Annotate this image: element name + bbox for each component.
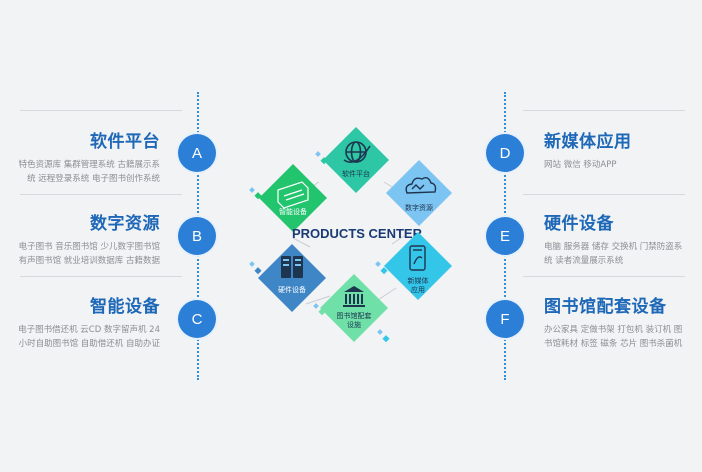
section-e-desc: 电脑 服务器 储存 交换机 门禁防盗系 统 读者流量展示系统 xyxy=(544,240,682,268)
section-b-desc: 电子图书 音乐图书馆 少儿数字图书馆 有声图书馆 就业培训数据库 古籍数据 xyxy=(19,240,160,268)
separator xyxy=(523,276,685,277)
phone-icon xyxy=(409,245,426,271)
desc-line: 统 读者流量展示系统 xyxy=(544,256,624,266)
separator xyxy=(20,276,182,277)
separator xyxy=(20,110,182,111)
section-c-title[interactable]: 智能设备 xyxy=(90,297,160,317)
desc-line: 统 远程登录系统 电子图书创作系统 xyxy=(27,174,160,184)
section-f-badge[interactable]: F xyxy=(486,300,524,338)
separator xyxy=(20,194,182,195)
diamond-hardware-label: 硬件设备 xyxy=(278,285,306,294)
globe-icon xyxy=(343,141,371,163)
diamond-newmedia[interactable]: 新媒体 应用 xyxy=(384,232,452,300)
section-e-badge[interactable]: E xyxy=(486,217,524,255)
section-a-title[interactable]: 软件平台 xyxy=(90,132,160,152)
diamond-software-label: 软件平台 xyxy=(342,169,370,178)
desc-line: 网站 微信 移动APP xyxy=(544,160,617,170)
desc-line: 有声图书馆 就业培训数据库 古籍数据 xyxy=(18,256,160,266)
kiosk-icon xyxy=(277,181,309,209)
diamond-newmedia-label: 新媒体 xyxy=(408,276,429,285)
server-icon xyxy=(281,256,303,278)
desc-line: 电子图书 音乐图书馆 少儿数字图书馆 xyxy=(18,242,160,252)
diamond-digital[interactable]: 数字资源 xyxy=(386,160,452,226)
section-a-badge[interactable]: A xyxy=(178,134,216,172)
section-f-title[interactable]: 图书馆配套设备 xyxy=(544,297,667,317)
diamond-library-label: 设施 xyxy=(347,320,361,329)
products-center-title: PRODUCTS CENTER xyxy=(292,226,423,241)
desc-line: 电子图书借还机 云CD 数字留声机 24 xyxy=(18,325,160,335)
separator xyxy=(523,110,685,111)
diamond-library-label: 图书馆配套 xyxy=(337,311,372,320)
desc-line: 小时自助图书馆 自助借还机 自助办证 xyxy=(18,339,160,349)
section-b-badge[interactable]: B xyxy=(178,217,216,255)
section-d-title[interactable]: 新媒体应用 xyxy=(544,132,632,152)
section-d-desc: 网站 微信 移动APP xyxy=(544,158,616,172)
section-e-title[interactable]: 硬件设备 xyxy=(544,214,614,234)
section-c-badge[interactable]: C xyxy=(178,300,216,338)
diamond-newmedia-label: 应用 xyxy=(411,285,425,294)
desc-line: 办公家具 定做书架 打包机 装订机 图 xyxy=(544,325,683,335)
diamond-smart[interactable]: 智能设备 xyxy=(259,164,327,232)
library-icon xyxy=(343,286,365,307)
diamond-software[interactable]: 软件平台 xyxy=(323,127,389,193)
section-d-badge[interactable]: D xyxy=(486,134,524,172)
diamond-digital-label: 数字资源 xyxy=(405,203,433,212)
section-f-desc: 办公家具 定做书架 打包机 装订机 图 书馆耗材 标签 磁条 芯片 图书杀菌机 xyxy=(544,323,682,351)
diamond-smart-label: 智能设备 xyxy=(279,207,307,216)
desc-line: 特色资源库 集群管理系统 古籍展示系 xyxy=(18,160,160,170)
desc-line: 电脑 服务器 储存 交换机 门禁防盗系 xyxy=(544,242,683,252)
section-b-title[interactable]: 数字资源 xyxy=(90,214,160,234)
section-a-desc: 特色资源库 集群管理系统 古籍展示系 统 远程登录系统 电子图书创作系统 xyxy=(19,158,160,186)
diamond-library[interactable]: 图书馆配套 设施 xyxy=(320,274,388,342)
cloud-icon xyxy=(405,176,437,194)
desc-line: 书馆耗材 标签 磁条 芯片 图书杀菌机 xyxy=(544,339,683,349)
section-c-desc: 电子图书借还机 云CD 数字留声机 24 小时自助图书馆 自助借还机 自助办证 xyxy=(18,323,160,351)
diamond-hardware[interactable]: 硬件设备 xyxy=(258,244,326,312)
separator xyxy=(523,194,685,195)
